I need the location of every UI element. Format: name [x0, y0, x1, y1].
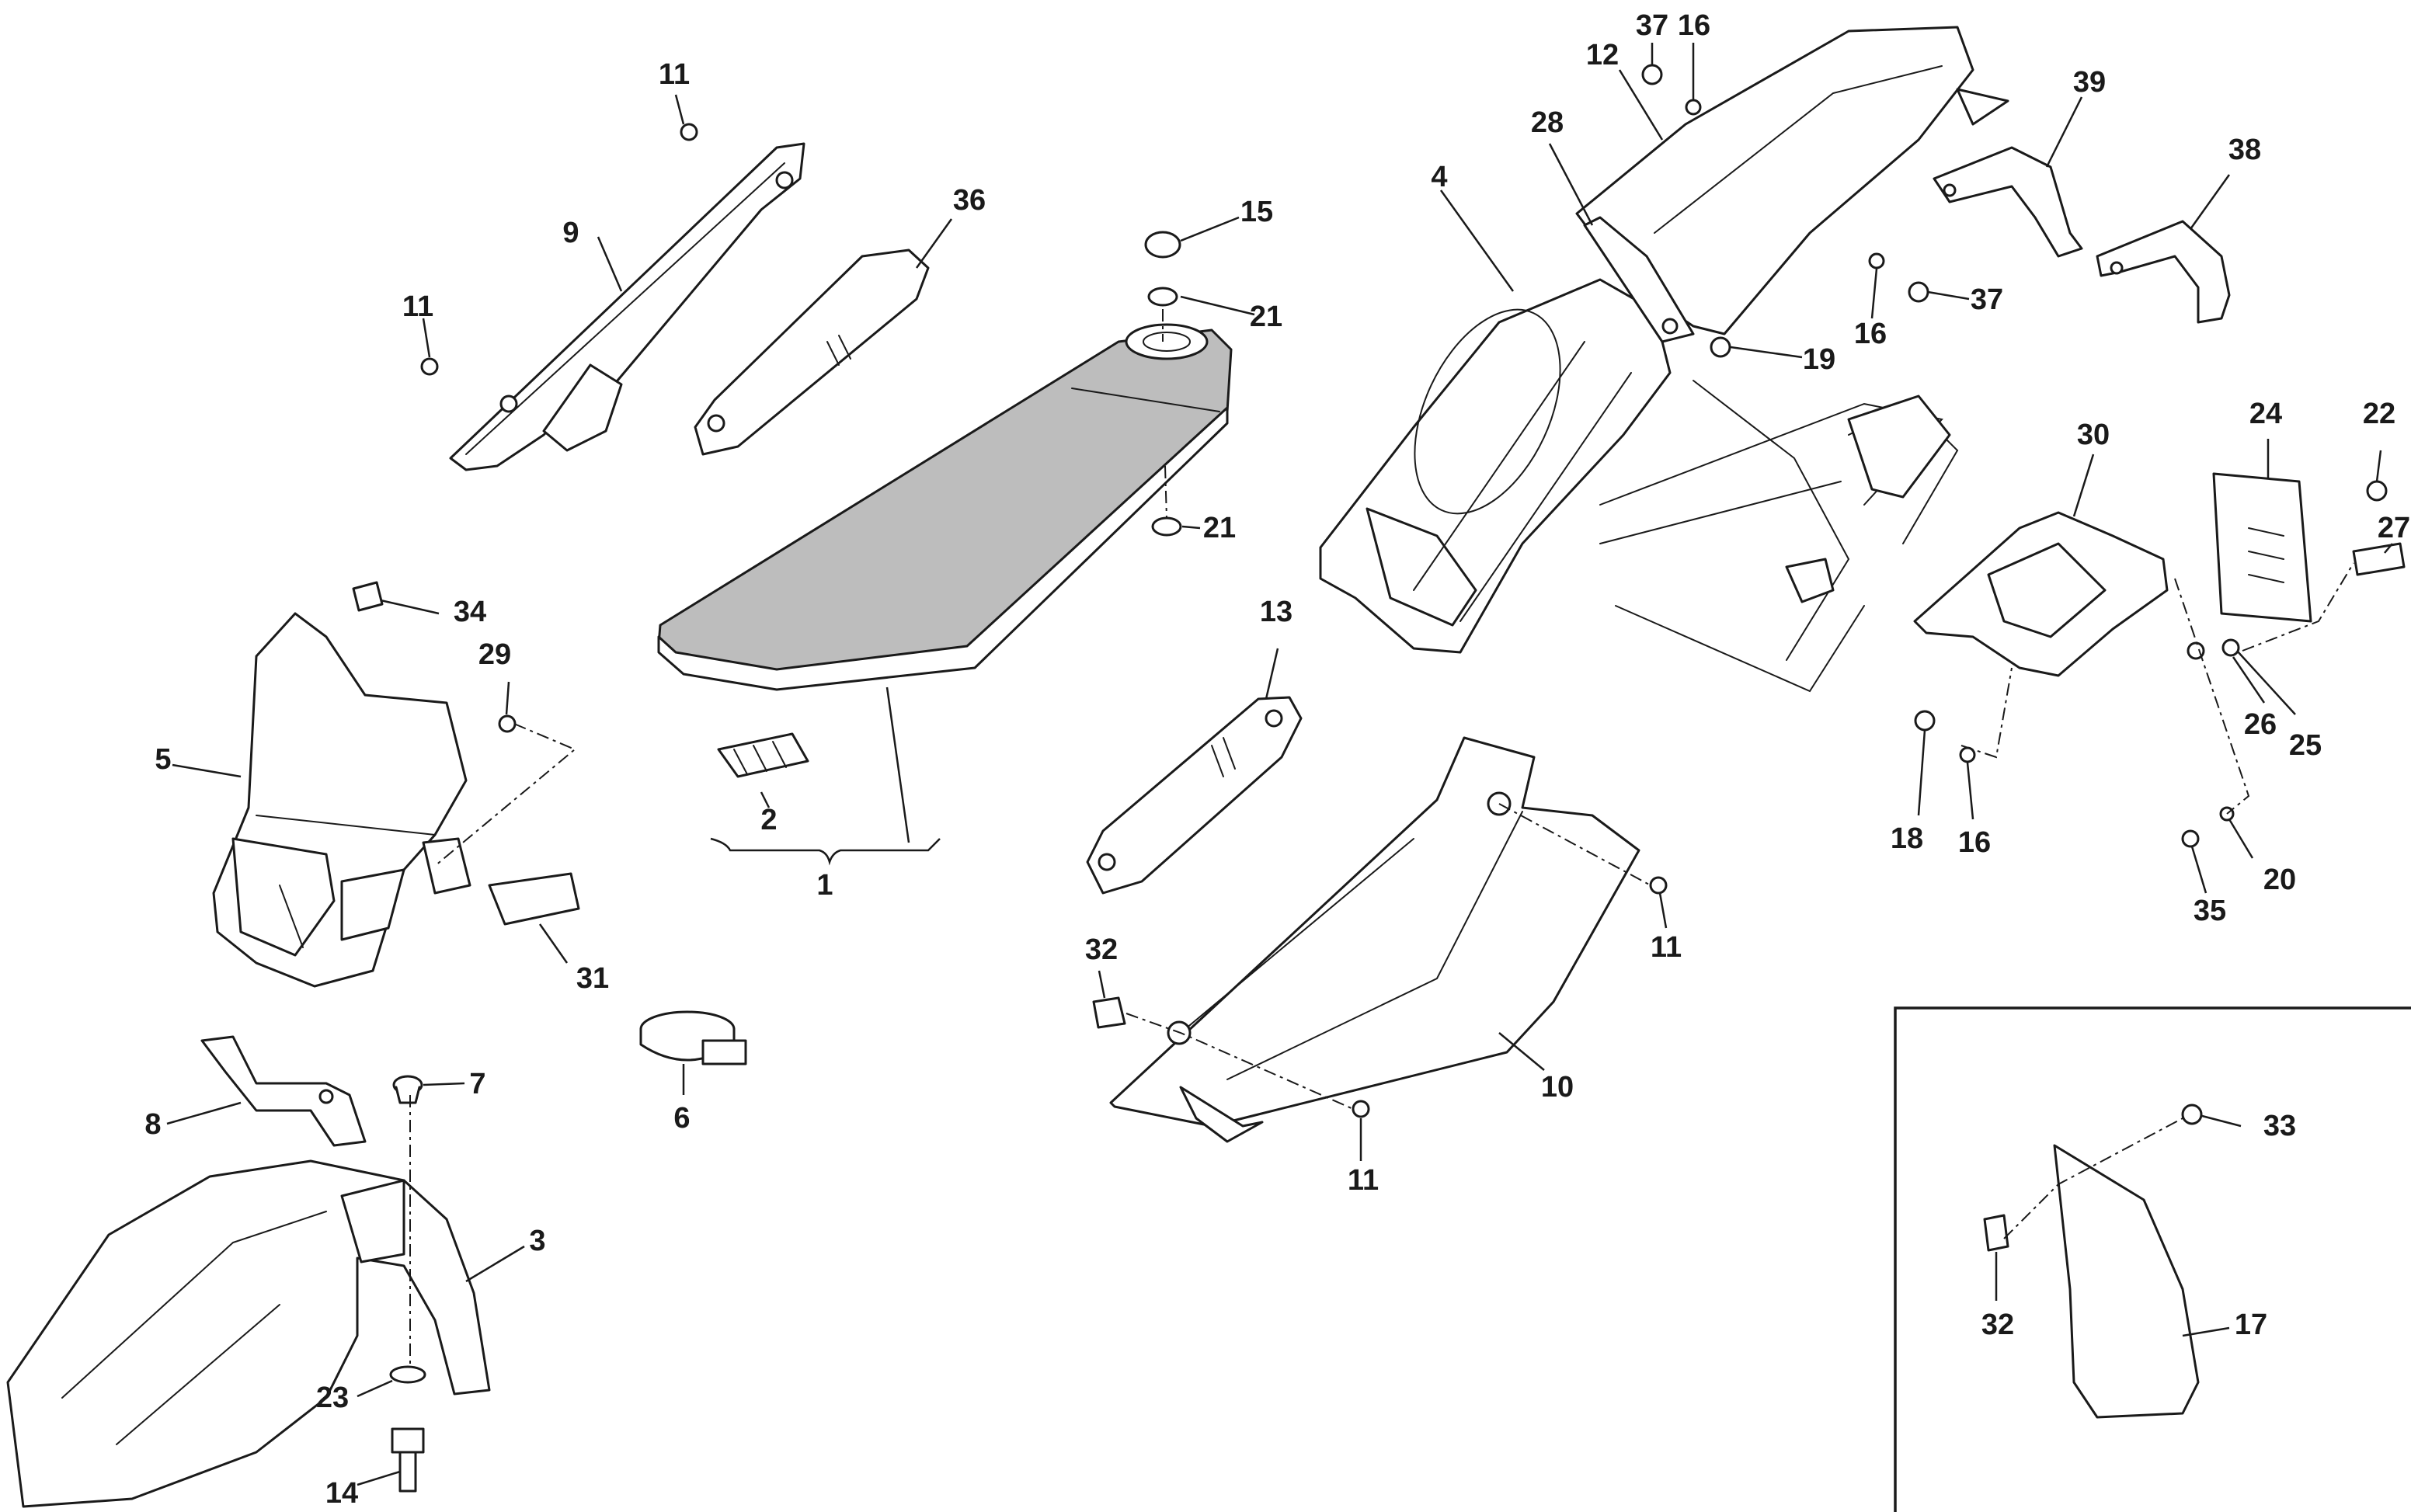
part-front-fender: [6, 1159, 491, 1508]
callout-9: 9: [562, 217, 579, 249]
part-grommet-7: [392, 1075, 423, 1104]
part-headlight-fairing: [212, 612, 471, 988]
callout-19: 19: [1803, 343, 1835, 376]
callout-37-a: 37: [1636, 9, 1668, 42]
callout-16-a: 16: [1678, 9, 1710, 42]
callout-35: 35: [2194, 895, 2226, 927]
part-clip-nut-34: [352, 581, 384, 612]
part-seat: [657, 323, 1233, 691]
part-side-sticker-lower: [1086, 696, 1303, 895]
callout-23: 23: [316, 1382, 349, 1414]
callout-26: 26: [2244, 708, 2277, 741]
callout-34: 34: [454, 596, 486, 628]
callout-11-d: 11: [1348, 1164, 1379, 1197]
callout-11-b: 11: [402, 290, 433, 323]
part-bracket-27: [2352, 542, 2406, 576]
hardware-screws: [420, 64, 2388, 1252]
callout-10: 10: [1541, 1071, 1574, 1104]
callout-28: 28: [1531, 106, 1564, 139]
callout-13: 13: [1260, 596, 1292, 628]
callout-16-c: 16: [1958, 826, 1991, 859]
part-bracket-39: [1933, 146, 2083, 258]
callout-22: 22: [2363, 398, 2395, 430]
part-side-sticker-upper: [694, 249, 930, 456]
callout-25: 25: [2289, 729, 2322, 762]
callout-8: 8: [144, 1108, 161, 1141]
callout-31: 31: [576, 962, 609, 995]
part-tail-section: [1575, 26, 2009, 343]
callout-24: 24: [2249, 398, 2282, 430]
callout-39: 39: [2073, 66, 2106, 99]
callout-5: 5: [155, 743, 171, 776]
callout-32-a: 32: [1085, 933, 1118, 966]
callout-36: 36: [953, 184, 986, 217]
callout-14: 14: [325, 1477, 358, 1510]
part-grab-rail: [449, 142, 805, 471]
part-plate-holder: [1913, 511, 2169, 677]
callout-15: 15: [1240, 196, 1273, 228]
part-fender-bolt: [389, 1365, 426, 1493]
callout-4: 4: [1431, 161, 1447, 193]
callout-2: 2: [760, 804, 777, 836]
callout-37-b: 37: [1971, 283, 2003, 316]
callout-labels: 1 2 3 4 5 6 7 8 9 10 11 11 11 11 12 13 1…: [144, 9, 2410, 1510]
part-side-panel: [1109, 736, 1640, 1143]
part-mud-flap: [2053, 1144, 2200, 1419]
callout-6: 6: [673, 1102, 690, 1135]
part-clip-nut-32: [1092, 996, 1126, 1029]
assembly-lines: [409, 309, 2354, 1367]
part-fairing-plate: [488, 872, 580, 926]
leader-lines: [166, 43, 2393, 1486]
part-bracket-38: [2096, 220, 2231, 324]
part-seat-hardware: [1144, 231, 1182, 537]
part-bracket-8: [200, 1035, 367, 1147]
callout-20: 20: [2263, 864, 2296, 896]
callout-11-c: 11: [1651, 931, 1682, 964]
part-rear-frame: [1599, 380, 1959, 693]
callout-29: 29: [478, 638, 511, 671]
part-rubber-block: [717, 732, 809, 778]
part-hose-clamp: [639, 1010, 747, 1065]
callout-7: 7: [469, 1068, 485, 1100]
callout-18: 18: [1891, 822, 1923, 855]
callout-17: 17: [2235, 1309, 2267, 1341]
callout-21-b: 21: [1203, 512, 1236, 544]
callout-30: 30: [2077, 419, 2110, 451]
part-plate-mount: [2212, 472, 2312, 623]
callout-1: 1: [816, 869, 833, 902]
callout-16-b: 16: [1854, 318, 1887, 350]
callout-12: 12: [1586, 39, 1619, 71]
callout-21-a: 21: [1250, 301, 1282, 333]
callout-11-a: 11: [659, 58, 690, 91]
part-rear-mudguard: [1319, 278, 1672, 654]
callout-32-b: 32: [1981, 1309, 2014, 1341]
callout-38: 38: [2228, 134, 2261, 166]
inset-frame: [1894, 1006, 2411, 1512]
callout-33: 33: [2263, 1110, 2296, 1142]
callout-3: 3: [529, 1225, 545, 1257]
callout-27: 27: [2378, 512, 2410, 544]
